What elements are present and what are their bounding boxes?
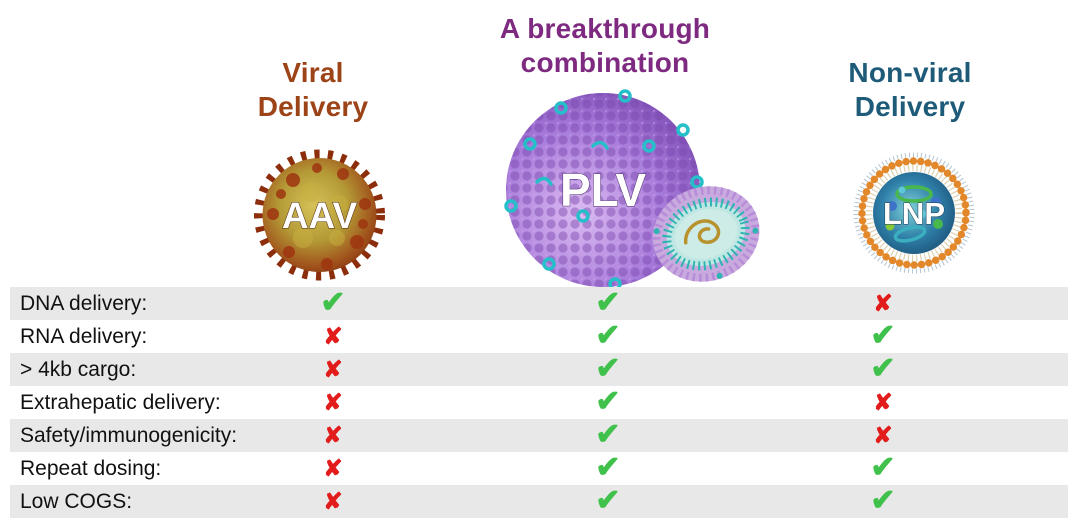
table-row-dna-delivery: DNA delivery: ✔ ✔ ✘ bbox=[10, 287, 1068, 320]
lnp-mark: ✔ bbox=[870, 319, 896, 352]
aav-mark: ✘ bbox=[323, 356, 343, 382]
lnp-mark: ✔ bbox=[870, 484, 896, 517]
lnp-particle-icon: LNP bbox=[853, 152, 975, 274]
aav-particle-icon: AAV bbox=[254, 149, 385, 281]
lnp-cargo-molecules bbox=[885, 185, 943, 243]
lnp-mark: ✘ bbox=[873, 290, 893, 316]
row-label: > 4kb cargo: bbox=[20, 358, 137, 381]
plv-mark: ✔ bbox=[595, 451, 621, 484]
plv-mark: ✔ bbox=[595, 385, 621, 418]
table-row-extrahepatic-delivery: Extrahepatic delivery: ✘ ✔ ✘ bbox=[10, 386, 1068, 419]
plv-mark: ✔ bbox=[595, 286, 621, 319]
plv-surface-loops bbox=[504, 89, 704, 291]
table-row-safety-immunogenicity: Safety/immunogenicity: ✘ ✔ ✘ bbox=[10, 419, 1068, 452]
aav-mark: ✘ bbox=[323, 422, 343, 448]
lnp-mark: ✘ bbox=[873, 389, 893, 415]
lnp-mark: ✘ bbox=[873, 422, 893, 448]
plv-mark: ✔ bbox=[595, 319, 621, 352]
lnp-mark: ✔ bbox=[870, 451, 896, 484]
breakthrough-combination-title: A breakthrough combination bbox=[499, 13, 711, 78]
table-row-4kb-cargo: > 4kb cargo: ✘ ✔ ✔ bbox=[10, 353, 1068, 386]
row-label: Low COGS: bbox=[20, 490, 133, 513]
plv-mark: ✔ bbox=[595, 484, 621, 517]
nonviral-delivery-title: Non-viral Delivery bbox=[848, 57, 972, 122]
viral-delivery-title: Viral Delivery bbox=[257, 57, 369, 122]
plv-small-vesicle bbox=[652, 186, 760, 282]
table-row-low-cogs: Low COGS: ✘ ✔ ✔ bbox=[10, 485, 1068, 518]
row-label: Safety/immunogenicity: bbox=[20, 424, 238, 447]
plv-particle-label: PLV bbox=[560, 164, 646, 216]
plv-mark: ✔ bbox=[595, 418, 621, 451]
row-label: Repeat dosing: bbox=[20, 457, 162, 480]
row-label: DNA delivery: bbox=[20, 292, 148, 315]
lnp-particle-label: LNP bbox=[883, 196, 945, 231]
aav-mark: ✘ bbox=[323, 389, 343, 415]
row-label: Extrahepatic delivery: bbox=[20, 391, 221, 414]
plv-mark: ✔ bbox=[595, 352, 621, 385]
aav-mark: ✘ bbox=[323, 488, 343, 514]
aav-mark: ✘ bbox=[323, 455, 343, 481]
aav-mark: ✔ bbox=[320, 286, 346, 319]
lnp-mark: ✔ bbox=[870, 352, 896, 385]
table-row-repeat-dosing: Repeat dosing: ✘ ✔ ✔ bbox=[10, 452, 1068, 485]
comparison-table: DNA delivery: ✔ ✔ ✘ RNA delivery: ✘ ✔ ✔ … bbox=[10, 287, 1068, 518]
table-row-rna-delivery: RNA delivery: ✘ ✔ ✔ bbox=[10, 320, 1068, 353]
plv-particle-icon: PLV bbox=[504, 89, 760, 291]
aav-particle-label: AAV bbox=[282, 195, 358, 236]
row-label: RNA delivery: bbox=[20, 325, 148, 348]
aav-mark: ✘ bbox=[323, 323, 343, 349]
